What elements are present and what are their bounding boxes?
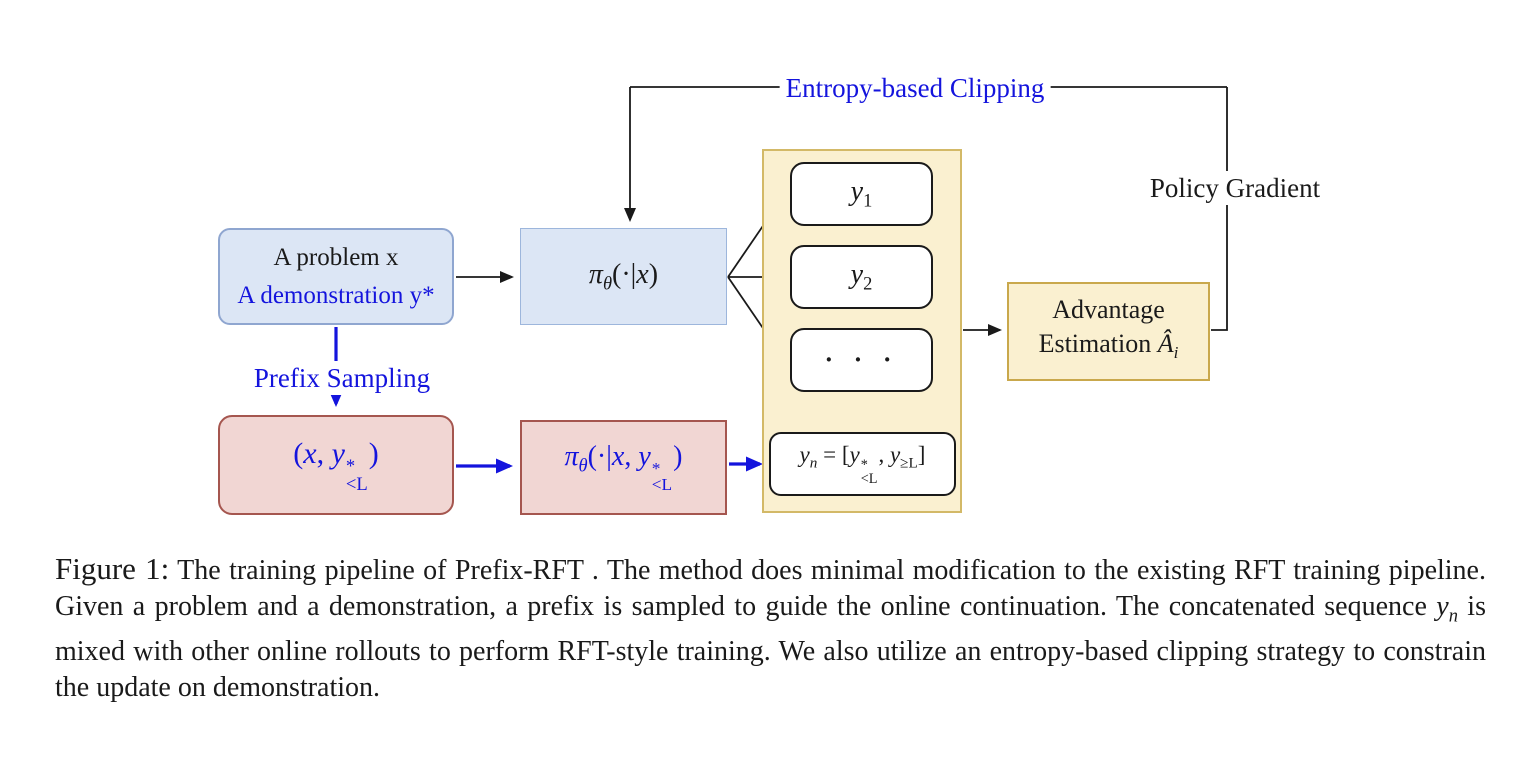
math-token: y [331,436,345,470]
problem-text: A problem x [273,243,399,271]
math-token: y [850,259,864,291]
rollout-y2-box: y2 [790,245,933,309]
math-token: = [ [817,441,850,467]
math-token: * [651,458,661,478]
math-token: , [878,441,890,467]
math-token: i [1174,343,1179,362]
caption-text-b: is mixed with other online rollouts to p… [55,591,1486,703]
demonstration-text: A demonstration y* [237,281,435,309]
rollout-dots-box: · · · [790,328,933,392]
math-token: , [624,441,639,473]
math-expression: y1 [851,176,873,212]
math-token: ( [293,436,304,470]
math-token: x [303,436,317,470]
math-token: θ [579,456,588,476]
math-token: <L [651,475,673,495]
math-token: y [799,441,810,467]
math-token: <L [345,473,368,495]
math-expression: yn = [y*<L, y≥L] [800,442,926,486]
math-token: (·| [587,441,612,473]
caption-text-a: The training pipeline of Prefix-RFT . Th… [55,555,1486,622]
math-token: * [860,457,868,474]
math-token: (·| [612,258,637,290]
math-token: ) [368,436,379,470]
ellipsis-text: · · · [824,345,899,374]
math-token: n [1448,605,1458,626]
math-expression: πθ(·|x) [589,259,658,295]
math-token: x [636,258,649,290]
advantage-line2: Estimation Âi [1039,327,1179,370]
math-token: Estimation [1038,328,1158,358]
problem-demonstration-box: A problem x A demonstration y* [218,228,454,325]
math-token: ≥L [900,454,918,472]
prefix-sampling-label: Prefix Sampling [247,361,437,395]
figure-caption: Figure 1: The training pipeline of Prefi… [55,551,1486,706]
math-token: 1 [863,190,873,211]
entropy-clipping-label: Entropy-based Clipping [779,71,1051,105]
math-token: n [1449,606,1458,626]
policy-gradient-feedback-line [1211,87,1228,331]
math-token: ) [673,441,683,473]
math-token: π [588,258,603,290]
math-token: ) [648,258,659,290]
math-token: 2 [863,273,873,294]
prefix-sample-box: (x, y*<L) [218,415,454,515]
math-token: y [638,441,651,473]
math-token: y [889,441,901,467]
math-expression: πθ(·|x, y*<L) [565,441,683,494]
math-token: n [810,454,818,471]
math-expression: (x, y*<L) [293,437,379,494]
math-token: n [809,454,818,472]
math-token: y [1436,591,1449,622]
policy-box: πθ(·|x) [520,228,727,325]
math-token: Â [1157,328,1174,358]
math-token: *<L [345,455,368,495]
math-token: θ [602,273,613,294]
policy-with-prefix-box: πθ(·|x, y*<L) [520,420,727,515]
pipeline-diagram: A problem x A demonstration y* πθ(·|x) y… [218,71,1327,515]
advantage-estimation-box: Advantage Estimation Âi [1007,282,1210,381]
concatenated-sequence-box: yn = [y*<L, y≥L] [769,432,956,496]
policy-gradient-label: Policy Gradient [1143,171,1327,205]
advantage-line1: Advantage [1052,294,1165,324]
math-token: i [1173,343,1179,363]
math-token: π [564,441,579,473]
math-token: <L [860,470,878,487]
math-token: y [849,441,860,467]
math-token: y [850,176,864,208]
math-token: θ [578,455,588,476]
figure-number-label: Figure 1: [55,551,170,586]
rollout-y1-box: y1 [790,162,933,226]
math-token: *<L [860,457,878,487]
math-expression: y2 [851,259,873,295]
math-token: x [611,441,625,473]
math-token: ] [917,441,926,467]
math-token: , [316,436,332,470]
math-token: * [345,455,356,477]
math-token: θ [603,273,612,293]
math-token: *<L [651,458,673,495]
